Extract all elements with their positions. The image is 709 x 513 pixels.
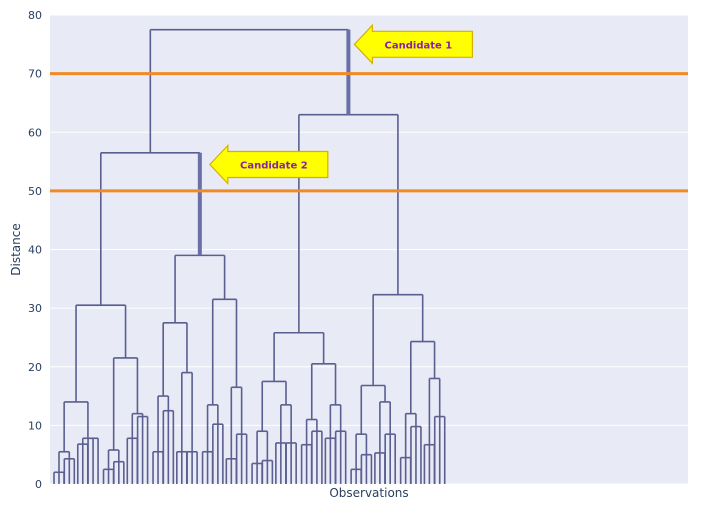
callout-candidate-2-arrow: [209, 143, 329, 185]
y-tick-label: 20: [28, 361, 42, 374]
y-tick-label: 10: [28, 419, 42, 432]
y-tick-label: 40: [28, 244, 42, 257]
y-tick-label: 60: [28, 126, 42, 139]
y-tick-label: 80: [28, 9, 42, 22]
callout-candidate-2-label: Candidate 2: [240, 160, 308, 171]
callout-candidate-1-label: Candidate 1: [385, 40, 453, 51]
y-tick-label: 30: [28, 302, 42, 315]
y-tick-label: 70: [28, 68, 42, 81]
y-tick-label: 50: [28, 185, 42, 198]
x-axis-title: Observations: [329, 486, 408, 500]
callout-candidate-1-arrow: [353, 23, 473, 65]
y-tick-label: 0: [35, 478, 42, 491]
y-axis-title: Distance: [9, 223, 23, 275]
